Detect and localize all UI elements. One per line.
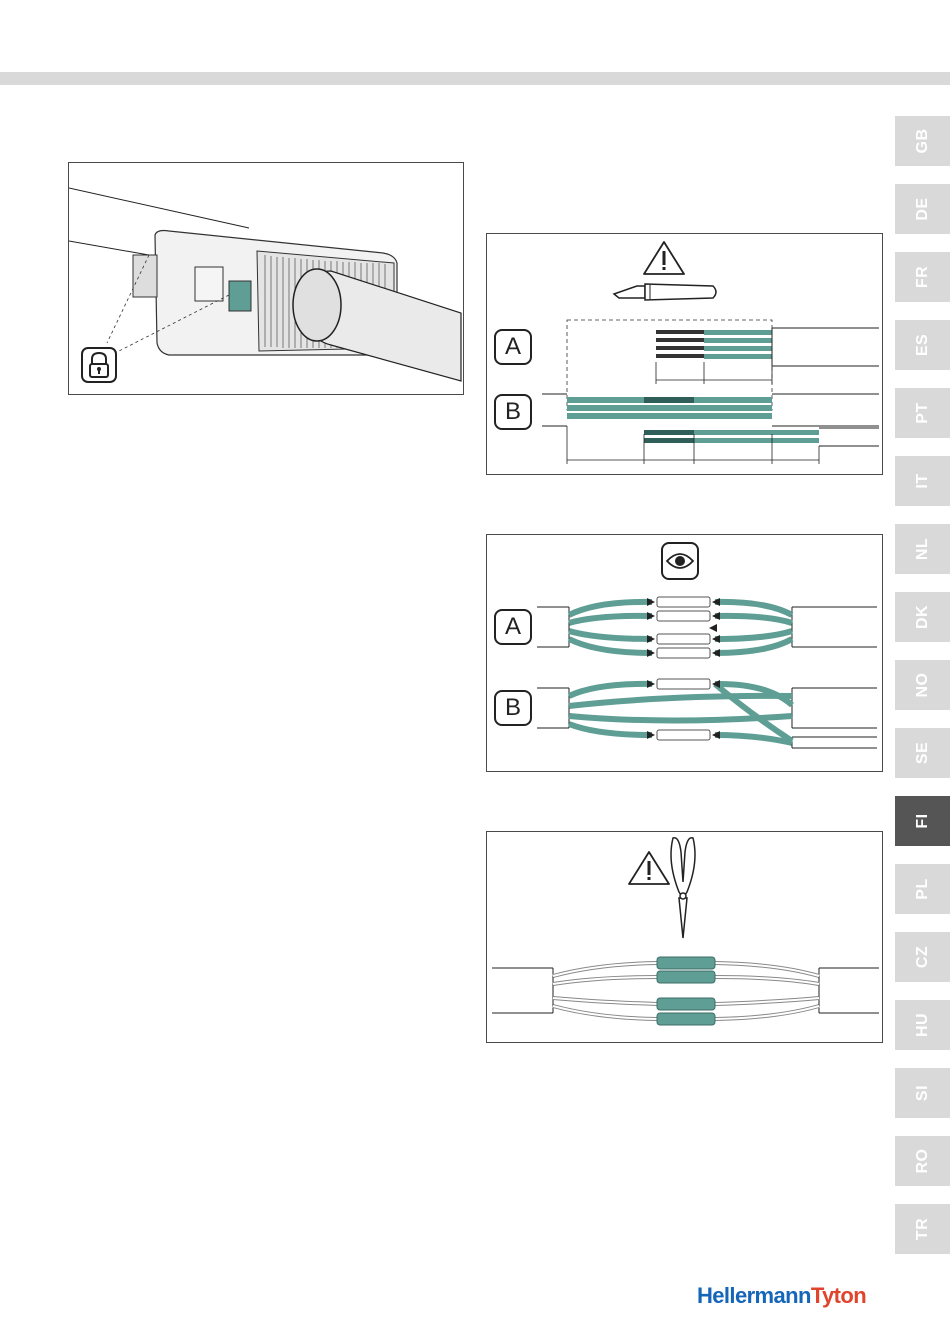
brand-logo: HellermannTyton xyxy=(697,1283,866,1309)
label-b-badge: B xyxy=(494,690,532,726)
cut-illustration-panel: A B xyxy=(486,233,883,475)
language-tab-dk[interactable]: DK xyxy=(895,592,950,642)
language-tab-nl[interactable]: NL xyxy=(895,524,950,574)
language-tab-ro[interactable]: RO xyxy=(895,1136,950,1186)
language-tab-fr[interactable]: FR xyxy=(895,252,950,302)
language-tab-no[interactable]: NO xyxy=(895,660,950,710)
language-tab-se[interactable]: SE xyxy=(895,728,950,778)
warning-icon xyxy=(644,242,684,274)
cut-drawing xyxy=(487,234,884,476)
language-tab-cz[interactable]: CZ xyxy=(895,932,950,982)
eye-icon xyxy=(662,543,698,579)
knife-icon xyxy=(614,284,716,300)
label-a-badge: A xyxy=(494,609,532,645)
crimp-drawing xyxy=(487,832,884,1044)
padlock-icon xyxy=(81,347,117,383)
lock-illustration-panel xyxy=(68,162,464,395)
language-tab-pl[interactable]: PL xyxy=(895,864,950,914)
brand-logo-part1: Hellermann xyxy=(697,1283,811,1308)
language-tab-fi[interactable]: FI xyxy=(895,796,950,846)
language-tab-gb[interactable]: GB xyxy=(895,116,950,166)
language-tab-pt[interactable]: PT xyxy=(895,388,950,438)
label-b-badge: B xyxy=(494,394,532,430)
language-tab-de[interactable]: DE xyxy=(895,184,950,234)
language-tab-si[interactable]: SI xyxy=(895,1068,950,1118)
label-a-badge: A xyxy=(494,329,532,365)
inspect-drawing xyxy=(487,535,884,773)
header-bar xyxy=(0,72,950,85)
language-tab-tr[interactable]: TR xyxy=(895,1204,950,1254)
warning-icon xyxy=(629,852,669,884)
pliers-icon xyxy=(671,838,695,938)
brand-logo-part2: Tyton xyxy=(811,1283,866,1308)
language-tab-it[interactable]: IT xyxy=(895,456,950,506)
inspect-illustration-panel: A B xyxy=(486,534,883,772)
language-tab-es[interactable]: ES xyxy=(895,320,950,370)
crimp-illustration-panel xyxy=(486,831,883,1043)
cable-gland-drawing xyxy=(69,163,465,396)
language-tab-hu[interactable]: HU xyxy=(895,1000,950,1050)
